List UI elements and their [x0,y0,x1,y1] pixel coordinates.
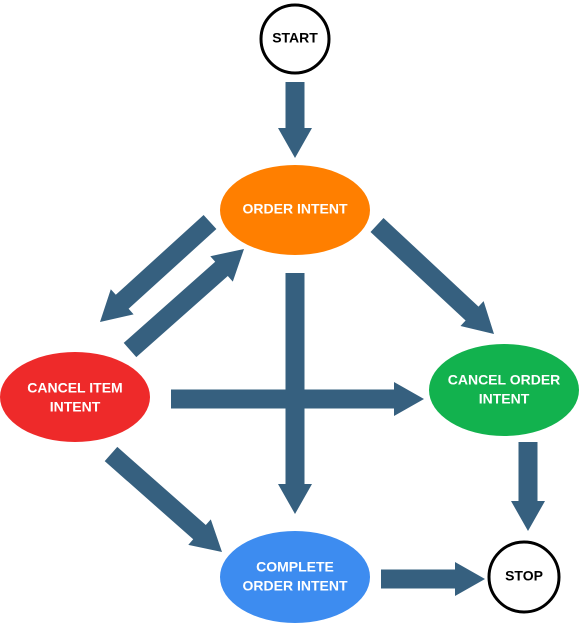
cancel-item-intent-label-line1: CANCEL ITEM [27,380,122,396]
node-order-intent: ORDER INTENT [220,165,370,255]
arrow-cancel-order-intent-to-stop [511,442,545,531]
cancel-order-intent-label-line2: INTENT [479,391,530,407]
arrow-start-to-order-intent [278,82,312,158]
stop-circle [487,540,561,614]
node-cancel-item-intent: CANCEL ITEM INTENT [0,352,150,442]
start-label: START [272,30,318,46]
node-stop: STOP [487,540,561,614]
cancel-item-intent-label-line2: INTENT [50,399,101,415]
arrow-order-intent-to-cancel-item-intent [100,215,217,322]
arrow-cancel-item-intent-to-complete-order-intent [104,446,222,552]
order-intent-label: ORDER INTENT [243,201,348,217]
arrow-order-intent-to-cancel-order-intent [370,218,494,334]
arrow-complete-order-intent-to-stop [381,562,485,596]
cancel-item-intent-ellipse [0,352,150,442]
complete-order-intent-ellipse [220,531,370,623]
cancel-order-intent-ellipse [429,344,579,436]
stop-label: STOP [505,568,543,584]
arrow-cancel-item-intent-to-order-intent [123,249,244,358]
node-cancel-order-intent: CANCEL ORDER INTENT [429,344,579,436]
arrows-layer [100,82,545,596]
complete-order-intent-label-line2: ORDER INTENT [243,578,348,594]
node-start: START [259,3,331,75]
arrow-cancel-item-intent-to-cancel-order-intent [171,382,424,416]
complete-order-intent-label-line1: COMPLETE [256,559,334,575]
order-intent-ellipse [220,165,370,255]
start-circle [259,3,331,75]
node-complete-order-intent: COMPLETE ORDER INTENT [220,531,370,623]
cancel-order-intent-label-line1: CANCEL ORDER [448,372,561,388]
